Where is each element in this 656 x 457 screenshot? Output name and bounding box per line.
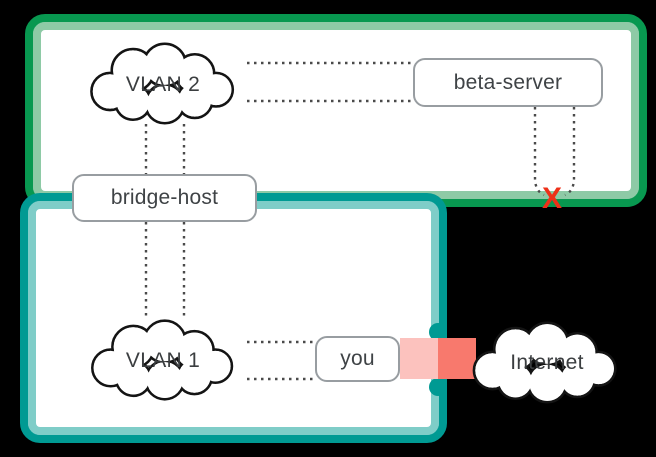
you-label: you: [340, 347, 375, 370]
beta-server-label: beta-server: [453, 70, 563, 94]
bridge-host-node: bridge-host: [72, 174, 257, 222]
vlan1-label: VLAN 1: [125, 349, 201, 372]
you-node: you: [315, 336, 400, 382]
vlan2-label: VLAN 2: [125, 73, 201, 96]
beta-server-node: beta-server: [413, 58, 603, 107]
vlan1-zone: [20, 193, 447, 443]
bridge-host-label: bridge-host: [110, 186, 219, 209]
internet-label: Internet: [510, 351, 584, 374]
